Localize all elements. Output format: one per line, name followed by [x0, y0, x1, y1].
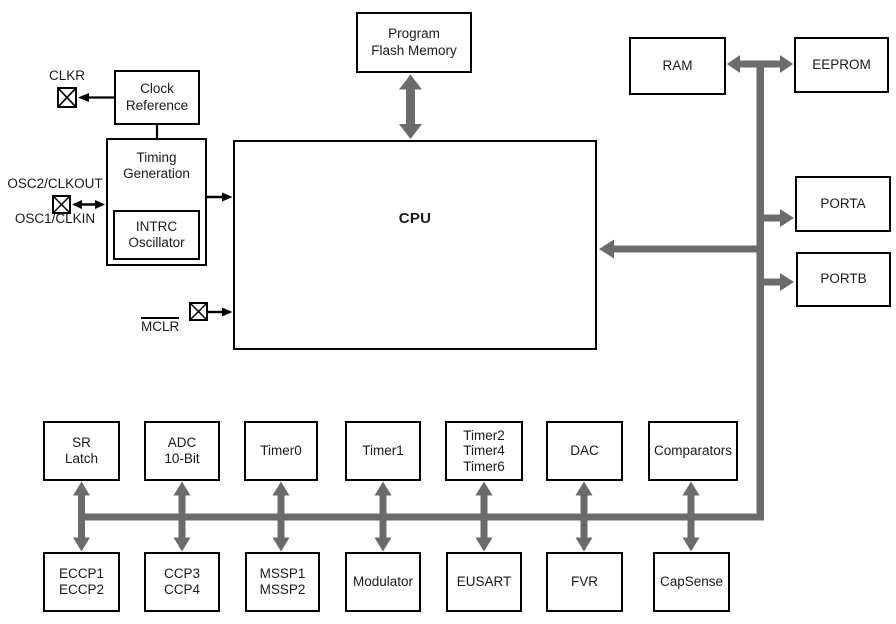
block-timer246: Timer2 Timer4 Timer6: [445, 421, 523, 481]
arrow-bus-portb: [760, 273, 794, 291]
bus-horizontal: [78, 513, 764, 521]
bus-vertical: [756, 60, 764, 521]
block-ram: RAM: [629, 37, 726, 95]
block-sr-latch: SR Latch: [43, 421, 120, 481]
block-timer246-label: Timer2 Timer4 Timer6: [463, 427, 505, 474]
block-adc-label: ADC 10-Bit: [164, 434, 200, 466]
mclr-pin-label-text: MCLR: [141, 316, 180, 334]
block-eccp-label: ECCP1 ECCP2: [58, 565, 104, 597]
arrow-ram-eeprom: [727, 55, 793, 73]
block-modulator: Modulator: [345, 552, 421, 612]
block-eccp: ECCP1 ECCP2: [43, 552, 120, 612]
block-timer0: Timer0: [244, 421, 318, 481]
block-mssp: MSSP1 MSSP2: [245, 552, 320, 612]
block-eeprom-label: EEPROM: [812, 56, 871, 72]
mclr-pin-label: MCLR: [141, 299, 180, 335]
arrowhead-timing-cpu: [222, 192, 233, 202]
block-mssp-label: MSSP1 MSSP2: [259, 565, 306, 597]
arrow-bus-cpu: [599, 239, 760, 259]
block-sr-latch-label: SR Latch: [64, 434, 99, 466]
block-modulator-label: Modulator: [352, 573, 414, 589]
block-ram-label: RAM: [662, 57, 693, 73]
arrow-dac-fvr: [575, 481, 593, 552]
block-clock-reference-label: Clock Reference: [125, 81, 189, 113]
clkr-pin-icon: [57, 87, 77, 108]
osc1-clkin-label: OSC1/CLKIN: [14, 210, 96, 226]
mclr-pin-icon: [189, 302, 208, 321]
arrow-timer1-modulator: [374, 481, 392, 552]
block-program-flash-label: Program Flash Memory: [371, 26, 457, 58]
clkr-pin-label: CLKR: [49, 68, 86, 83]
arrowhead-mclr-cpu: [222, 307, 233, 317]
block-eusart: EUSART: [446, 552, 522, 612]
pin-connectors: [72, 93, 233, 317]
block-timer1-label: Timer1: [362, 442, 404, 458]
block-ccp: CCP3 CCP4: [144, 552, 220, 612]
block-comparators-label: Comparators: [653, 442, 733, 458]
block-timer1: Timer1: [345, 421, 421, 481]
block-cpu: CPU: [233, 140, 597, 350]
block-capsense: CapSense: [653, 552, 730, 612]
block-adc: ADC 10-Bit: [144, 421, 220, 481]
block-ccp-label: CCP3 CCP4: [163, 565, 200, 597]
block-fvr-label: FVR: [571, 573, 598, 589]
block-eusart-label: EUSART: [456, 573, 512, 589]
arrow-adc-ccp: [173, 481, 191, 552]
arrow-bus-porta: [760, 209, 794, 227]
arrow-srlatch-eccp: [73, 481, 90, 552]
block-program-flash: Program Flash Memory: [356, 12, 472, 73]
block-dac: DAC: [546, 421, 623, 481]
block-porta: PORTA: [795, 176, 891, 232]
arrowhead-osc-right: [95, 200, 105, 209]
block-timer0-label: Timer0: [260, 442, 302, 458]
arrow-flash-cpu: [399, 74, 422, 139]
block-capsense-label: CapSense: [659, 573, 724, 589]
block-eeprom: EEPROM: [794, 37, 889, 93]
block-intrc-oscillator: INTRC Oscillator: [113, 210, 200, 260]
arrowhead-osc-left: [72, 200, 82, 209]
osc2-clkout-label: OSC2/CLKOUT: [7, 175, 103, 191]
system-bus: [78, 60, 764, 521]
bus-arrows: [73, 55, 794, 552]
arrow-timer246-eusart: [475, 481, 493, 552]
block-portb: PORTB: [796, 252, 891, 307]
block-fvr: FVR: [546, 552, 623, 612]
block-comparators: Comparators: [648, 421, 738, 481]
osc-pin-labels: OSC2/CLKOUT OSC1/CLKIN: [4, 157, 106, 227]
block-intrc-oscillator-label: INTRC Oscillator: [128, 218, 185, 250]
block-clock-reference: Clock Reference: [114, 70, 200, 125]
arrow-timer0-mssp: [272, 481, 290, 552]
osc-pin-icon: [52, 195, 71, 214]
block-portb-label: PORTB: [820, 271, 867, 287]
block-timing-generation-label: Timing Generation: [123, 150, 190, 182]
block-dac-label: DAC: [570, 442, 599, 458]
block-cpu-label: CPU: [398, 210, 432, 227]
arrow-comparators-capsense: [682, 481, 700, 552]
arrowhead-clkr: [78, 93, 89, 102]
block-porta-label: PORTA: [820, 195, 866, 211]
